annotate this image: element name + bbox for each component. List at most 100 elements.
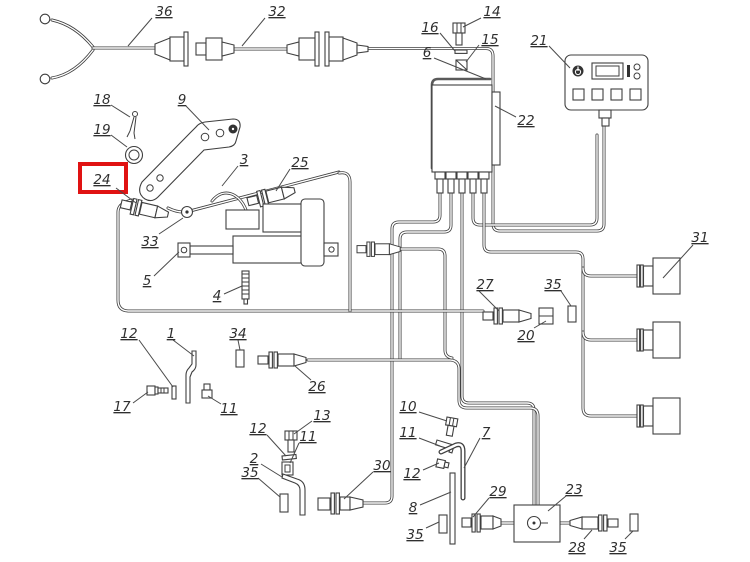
panel-cable-boot — [598, 109, 612, 119]
part-label-34: 34 — [229, 326, 246, 342]
ring-terminal-lower — [39, 73, 51, 85]
leader-line-27 — [478, 290, 500, 312]
clip-35c — [438, 514, 448, 534]
leader-line-33 — [158, 217, 184, 235]
box-plug-1 — [434, 171, 446, 194]
spacer-34 — [235, 349, 245, 368]
part-label-2: 2 — [250, 451, 259, 467]
leader-line-4 — [223, 285, 243, 295]
connector-26 — [257, 351, 307, 369]
strip-8 — [449, 472, 456, 545]
leader-line-12c — [422, 462, 440, 471]
connector-pair-32 — [286, 31, 369, 67]
leader-line-20 — [533, 320, 547, 329]
leader-line-16 — [439, 32, 456, 52]
rod-7 — [438, 442, 466, 501]
leader-line-35c — [425, 521, 440, 529]
part-label-30: 30 — [373, 458, 390, 474]
leader-line-2 — [260, 463, 283, 478]
wire-loop-right-core — [338, 172, 351, 312]
part-label-26: 26 — [308, 379, 325, 395]
leader-line-14 — [462, 17, 482, 28]
relay-block-20 — [538, 307, 554, 325]
part-label-35a: 35 — [544, 277, 561, 293]
junction-box-assembly — [513, 504, 639, 543]
box-plug-2 — [445, 171, 457, 194]
wire-right-branch-2 — [581, 330, 639, 342]
part-label-14: 14 — [483, 4, 500, 20]
leader-line-35b — [257, 477, 281, 498]
part-label-5: 5 — [143, 273, 152, 289]
part-label-36: 36 — [155, 4, 172, 20]
wire-middle-bus-core — [461, 192, 535, 506]
leader-line-22 — [494, 105, 517, 118]
connector-27 — [482, 307, 532, 325]
small-parts-middle — [279, 430, 364, 516]
actuator-motor — [262, 203, 304, 233]
control-panel — [564, 54, 649, 127]
small-parts-left — [146, 349, 307, 404]
panel-button-3[interactable] — [610, 88, 623, 101]
bolt-14 — [452, 22, 466, 46]
connector-31-top — [636, 257, 681, 295]
leader-line-23 — [547, 495, 567, 512]
part-label-12c: 12 — [403, 466, 420, 482]
connector-31-middle — [636, 321, 681, 359]
part-label-16: 16 — [421, 20, 438, 36]
actuator-gearbox — [300, 198, 325, 267]
part-label-27: 27 — [476, 277, 494, 293]
clip-35b — [279, 493, 289, 513]
bolt-17 — [146, 385, 169, 396]
leader-line-35a — [560, 290, 572, 307]
wire-right-branch-1-core — [582, 267, 638, 277]
leader-line-24 — [115, 187, 137, 204]
leader-line-18 — [110, 104, 131, 118]
part-label-25: 25 — [291, 155, 308, 171]
part-label-6: 6 — [423, 45, 432, 61]
indicator-led-2 — [633, 72, 641, 80]
battery-fork-wire-upper-core — [51, 19, 94, 48]
leader-line-10 — [418, 411, 448, 422]
piston-rod-5 — [189, 245, 234, 255]
leader-line-3 — [221, 165, 239, 187]
leader-line-26 — [294, 365, 312, 381]
control-box-22 — [431, 84, 493, 173]
ring-terminal-upper — [39, 13, 51, 25]
spring-4 — [241, 270, 250, 305]
nut-15 — [455, 59, 468, 71]
leader-line-32 — [241, 17, 266, 47]
pin-12a — [171, 385, 177, 400]
leader-line-30 — [343, 471, 374, 500]
part-label-33: 33 — [141, 234, 158, 250]
leader-line-36 — [127, 17, 153, 47]
bar-12b — [281, 453, 297, 461]
connector-30 — [317, 492, 364, 515]
leader-line-29 — [472, 497, 490, 518]
leader-line-21 — [548, 45, 571, 69]
leader-line-12b — [266, 434, 287, 457]
wire-loop-right — [337, 171, 352, 313]
cotter-pin-18 — [126, 111, 138, 140]
wire-middle-bus — [460, 191, 536, 507]
panel-button-2[interactable] — [591, 88, 604, 101]
leader-line-1 — [172, 339, 195, 357]
control-box-assembly — [430, 22, 501, 194]
small-parts-bottom — [434, 416, 502, 545]
leader-line-17 — [132, 391, 149, 404]
leader-line-5 — [153, 251, 180, 277]
part-label-24: 24 — [93, 172, 110, 188]
part-label-22: 22 — [517, 113, 534, 129]
wire-right-branch-2-core — [582, 331, 638, 341]
connector-31-bottom — [636, 397, 681, 435]
actuator-terminal-block — [225, 209, 260, 230]
linear-actuator — [177, 198, 339, 267]
part-label-11b: 11 — [299, 429, 316, 445]
battery-fork-wire-lower-core — [51, 49, 94, 79]
panel-button-1[interactable] — [572, 88, 585, 101]
leader-line-11c — [418, 437, 441, 447]
leader-line-15 — [465, 44, 480, 63]
part-label-35b: 35 — [241, 465, 258, 481]
panel-button-4[interactable] — [629, 88, 642, 101]
actuator-tube — [232, 235, 304, 264]
